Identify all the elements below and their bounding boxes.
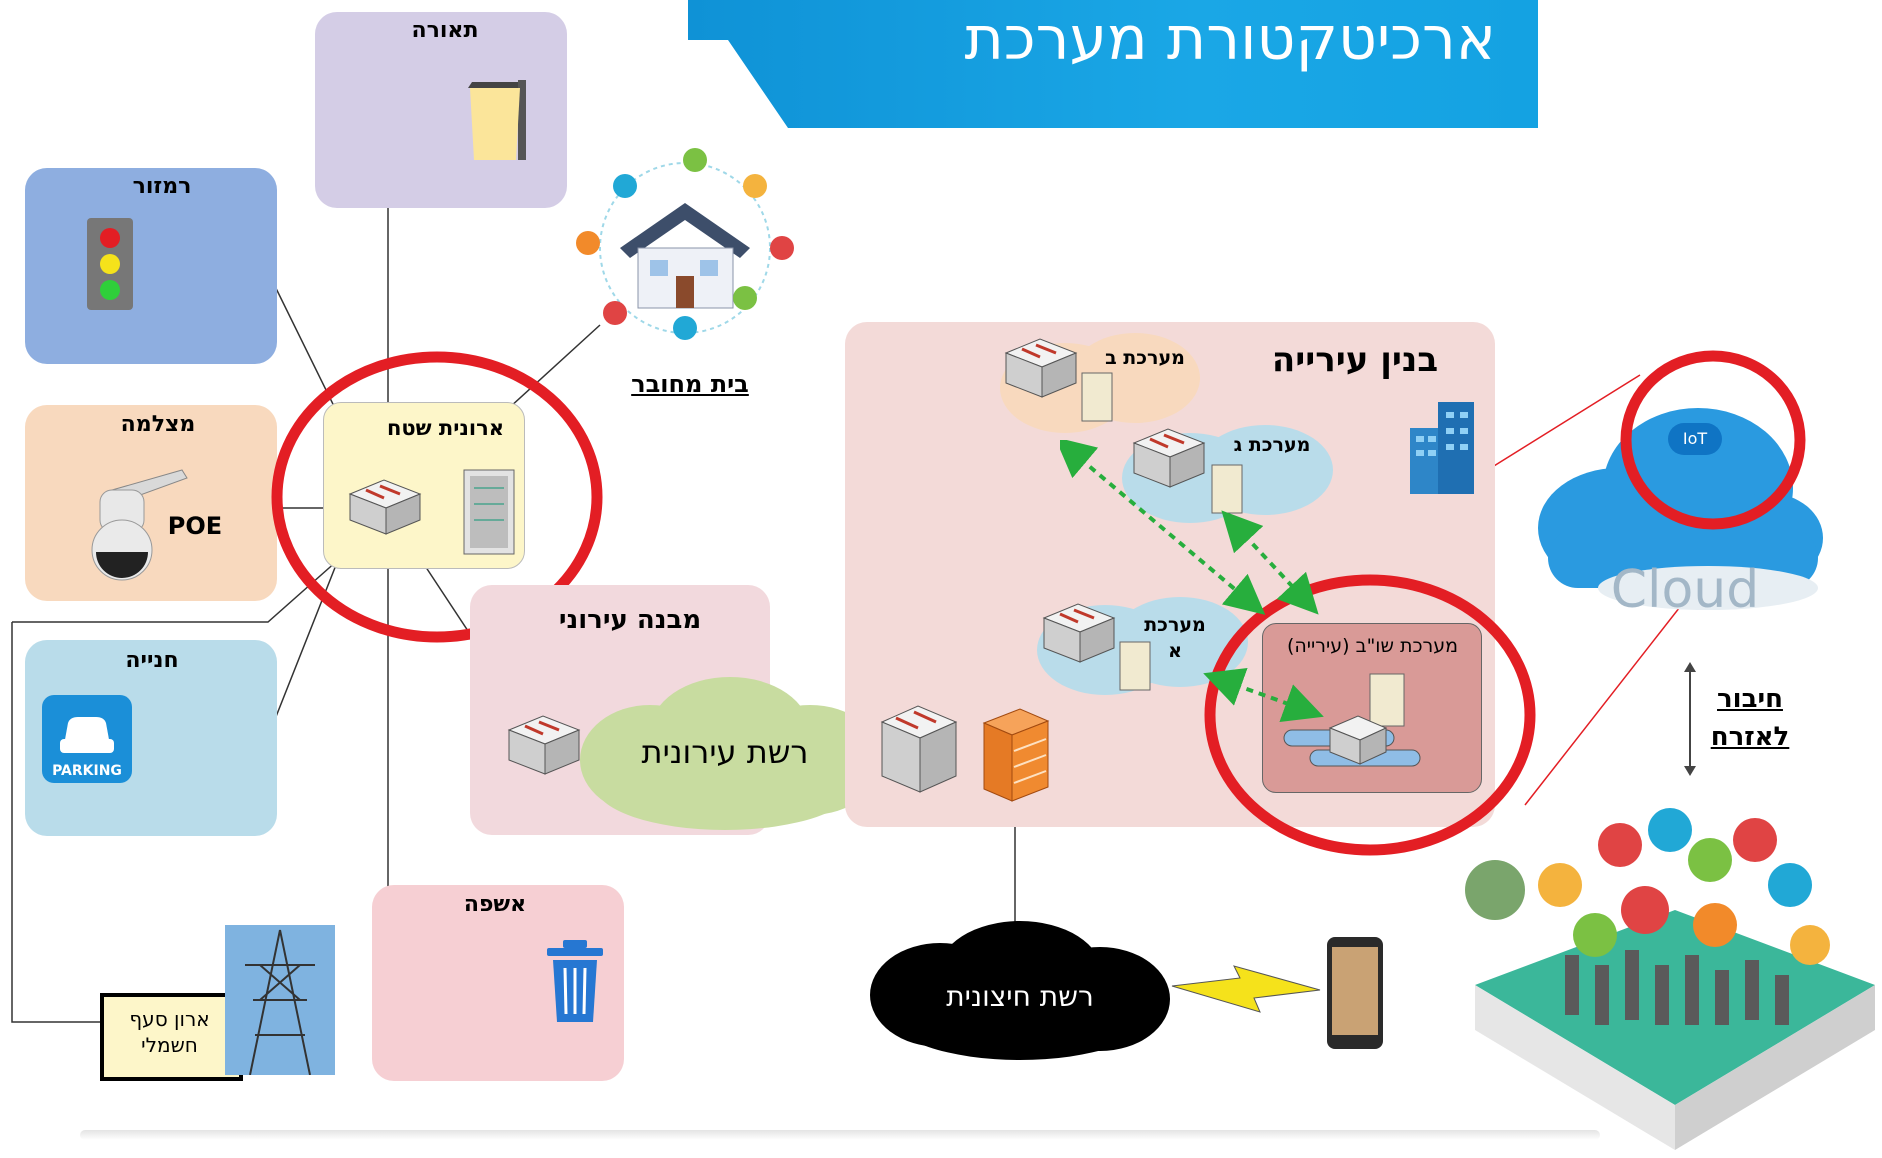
iot-badge: IoT — [1668, 423, 1722, 455]
smart-home-icon — [570, 148, 800, 348]
page-title: ארכיטקטורת מערכת — [964, 4, 1496, 74]
traffic-light-icon — [87, 218, 133, 310]
parking-sign-text: PARKING — [52, 763, 122, 779]
bottom-shadow — [80, 1130, 1600, 1140]
highlight-circle-iot — [1620, 350, 1806, 530]
system-b-label: מערכת ב — [1105, 347, 1185, 369]
electric-cabinet-label: ארון סעף חשמלי — [129, 1007, 210, 1057]
parking-label: חנייה — [125, 648, 179, 673]
external-network-cloud — [870, 921, 1170, 1060]
dashed-arrows — [1060, 440, 1324, 723]
traffic-light-label: רמזור — [132, 174, 192, 199]
citizen-link-label: חיבור לאזרח — [1710, 684, 1790, 752]
network-switch-icon — [348, 479, 422, 535]
external-network-label: רשת חיצונית — [946, 980, 1094, 1013]
urban-network-label: רשת עירונית — [641, 733, 809, 771]
citizens-icon — [1455, 805, 1875, 1150]
urban-network-cloud — [580, 677, 882, 830]
city-hall-label: בנין עירייה — [1271, 340, 1439, 380]
cloud-label: Cloud — [1610, 560, 1760, 620]
urban-switch-icon — [507, 715, 581, 775]
title-banner — [688, 0, 1538, 128]
trash-bin-icon — [547, 940, 603, 1022]
highlight-circle-field-cabinet — [271, 351, 603, 643]
firewall-icon — [982, 708, 1050, 802]
traffic-light-box — [25, 168, 277, 364]
command-system-equipment-icon — [1283, 673, 1421, 767]
connected-home-label: בית מחובר — [631, 370, 749, 398]
camera-box — [25, 405, 277, 601]
security-camera-icon — [91, 469, 188, 581]
lightning-icon — [1171, 965, 1321, 1013]
system-a-label: מערכת א — [1144, 614, 1206, 662]
server-rack-icon — [463, 469, 515, 555]
lighting-label: תאורה — [411, 18, 479, 43]
urban-structure-label: מבנה עירוני — [558, 605, 702, 635]
street-lamp-icon — [468, 80, 526, 160]
command-system-label: מערכת שו"ב (עירייה) — [1286, 635, 1459, 657]
system-b-switch-icon — [1004, 338, 1113, 422]
camera-label: מצלמה — [120, 412, 196, 437]
waste-label: אשפה — [463, 892, 527, 917]
poe-label: POE — [167, 512, 223, 540]
parking-icon: PARKING — [42, 695, 132, 783]
electric-cabinet-box — [100, 993, 243, 1081]
citizen-link-arrow — [1684, 662, 1696, 776]
power-tower-icon — [225, 925, 335, 1075]
field-cabinet-label: ארונית שטח — [386, 416, 505, 440]
smartphone-icon — [1327, 937, 1383, 1049]
building-icon — [1410, 402, 1474, 494]
city-switch-icon — [880, 705, 958, 793]
